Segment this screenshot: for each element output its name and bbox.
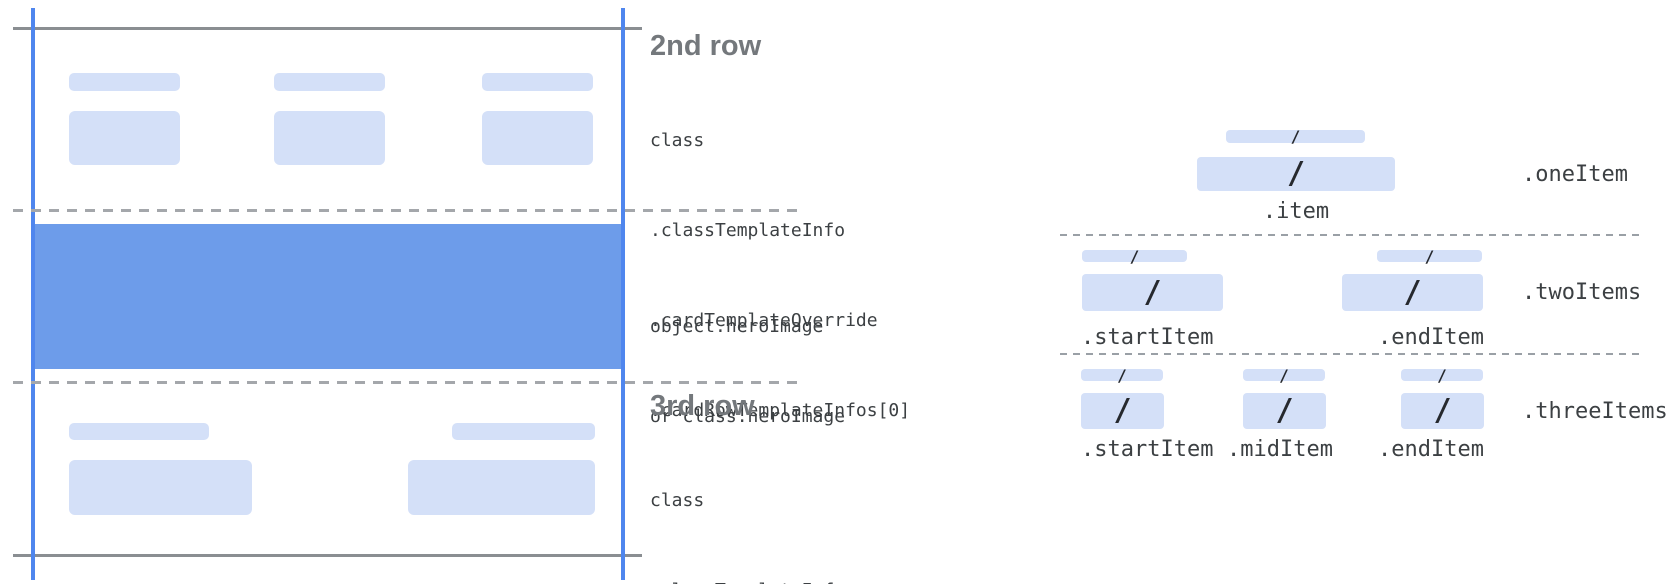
placeholder-value-box (274, 111, 385, 165)
slash-glyph: / (1424, 246, 1435, 266)
slash-glyph: / (1403, 274, 1422, 310)
item-value-bar: / (1082, 274, 1223, 311)
row3-heading: 3rd row (650, 390, 755, 422)
item-value-bar: / (1401, 393, 1484, 429)
card-left-guide-line (31, 8, 35, 580)
placeholder-label-bar (274, 73, 385, 91)
three-items-name-label: .threeItems (1522, 398, 1668, 424)
hero-row3-dashed-separator (13, 381, 805, 384)
item-value-bar: / (1342, 274, 1483, 311)
code-line: .classTemplateInfo (650, 220, 846, 241)
hero-image-band (31, 224, 625, 369)
item-field-label: .startItem (1081, 325, 1214, 350)
placeholder-value-box (69, 111, 180, 165)
item-field-label: .item (1262, 199, 1330, 224)
code-line: class (650, 490, 705, 511)
slash-glyph: / (1437, 365, 1447, 385)
code-line: class (650, 130, 705, 151)
item-value-bar: / (1081, 393, 1164, 429)
slash-glyph: / (1433, 393, 1452, 428)
item-label-bar: / (1082, 246, 1187, 266)
item-label-bar: / (1081, 365, 1163, 385)
slash-glyph: / (1117, 365, 1127, 385)
slash-glyph: / (1279, 365, 1289, 385)
placeholder-value-box (408, 460, 595, 515)
placeholder-value-box (482, 111, 593, 165)
item-field-label: .midItem (1227, 437, 1333, 462)
item-value-bar: / (1243, 393, 1326, 429)
code-line: object.heroImage (650, 316, 824, 337)
row2-hero-dashed-separator (13, 209, 805, 212)
code-line: or class.heroImage (650, 406, 846, 427)
slash-glyph: / (1113, 393, 1132, 428)
slash-glyph: / (1275, 393, 1294, 428)
slash-glyph: / (1143, 274, 1162, 310)
row3-code: class .classTemplateInfo .cardTemplateOv… (650, 426, 910, 584)
item-value-bar: / (1197, 157, 1395, 191)
code-line: .cardRowTemplateInfos[0] (650, 400, 911, 421)
item-label-bar: / (1243, 365, 1325, 385)
row2-code: class .classTemplateInfo .cardTemplateOv… (650, 66, 910, 486)
two-items-name-label: .twoItems (1522, 280, 1642, 305)
placeholder-label-bar (69, 423, 209, 440)
card-top-boundary-line (13, 27, 642, 30)
item-field-label: .endItem (1378, 325, 1484, 350)
item-field-label: .startItem (1081, 437, 1214, 462)
card-right-guide-line (621, 8, 625, 580)
slash-glyph: / (1290, 127, 1301, 146)
two-three-dashed-separator (1060, 353, 1640, 355)
item-label-bar: / (1377, 246, 1482, 266)
slash-glyph: / (1286, 156, 1306, 191)
code-line: .classTemplateInfo (650, 576, 910, 584)
item-field-label: .endItem (1378, 437, 1484, 462)
item-label-bar: / (1401, 365, 1483, 385)
placeholder-value-box (69, 460, 252, 515)
placeholder-label-bar (482, 73, 593, 91)
slash-glyph: / (1129, 246, 1140, 266)
one-two-dashed-separator (1060, 234, 1640, 236)
row2-heading: 2nd row (650, 30, 762, 62)
hero-image-code: object.heroImage or class.heroImage (650, 252, 845, 492)
item-label-bar: / (1226, 127, 1365, 146)
card-bottom-boundary-line (13, 554, 642, 557)
one-item-name-label: .oneItem (1522, 161, 1628, 187)
placeholder-label-bar (69, 73, 180, 91)
code-line: .cardTemplateOverride (650, 310, 878, 331)
placeholder-label-bar (452, 423, 595, 440)
